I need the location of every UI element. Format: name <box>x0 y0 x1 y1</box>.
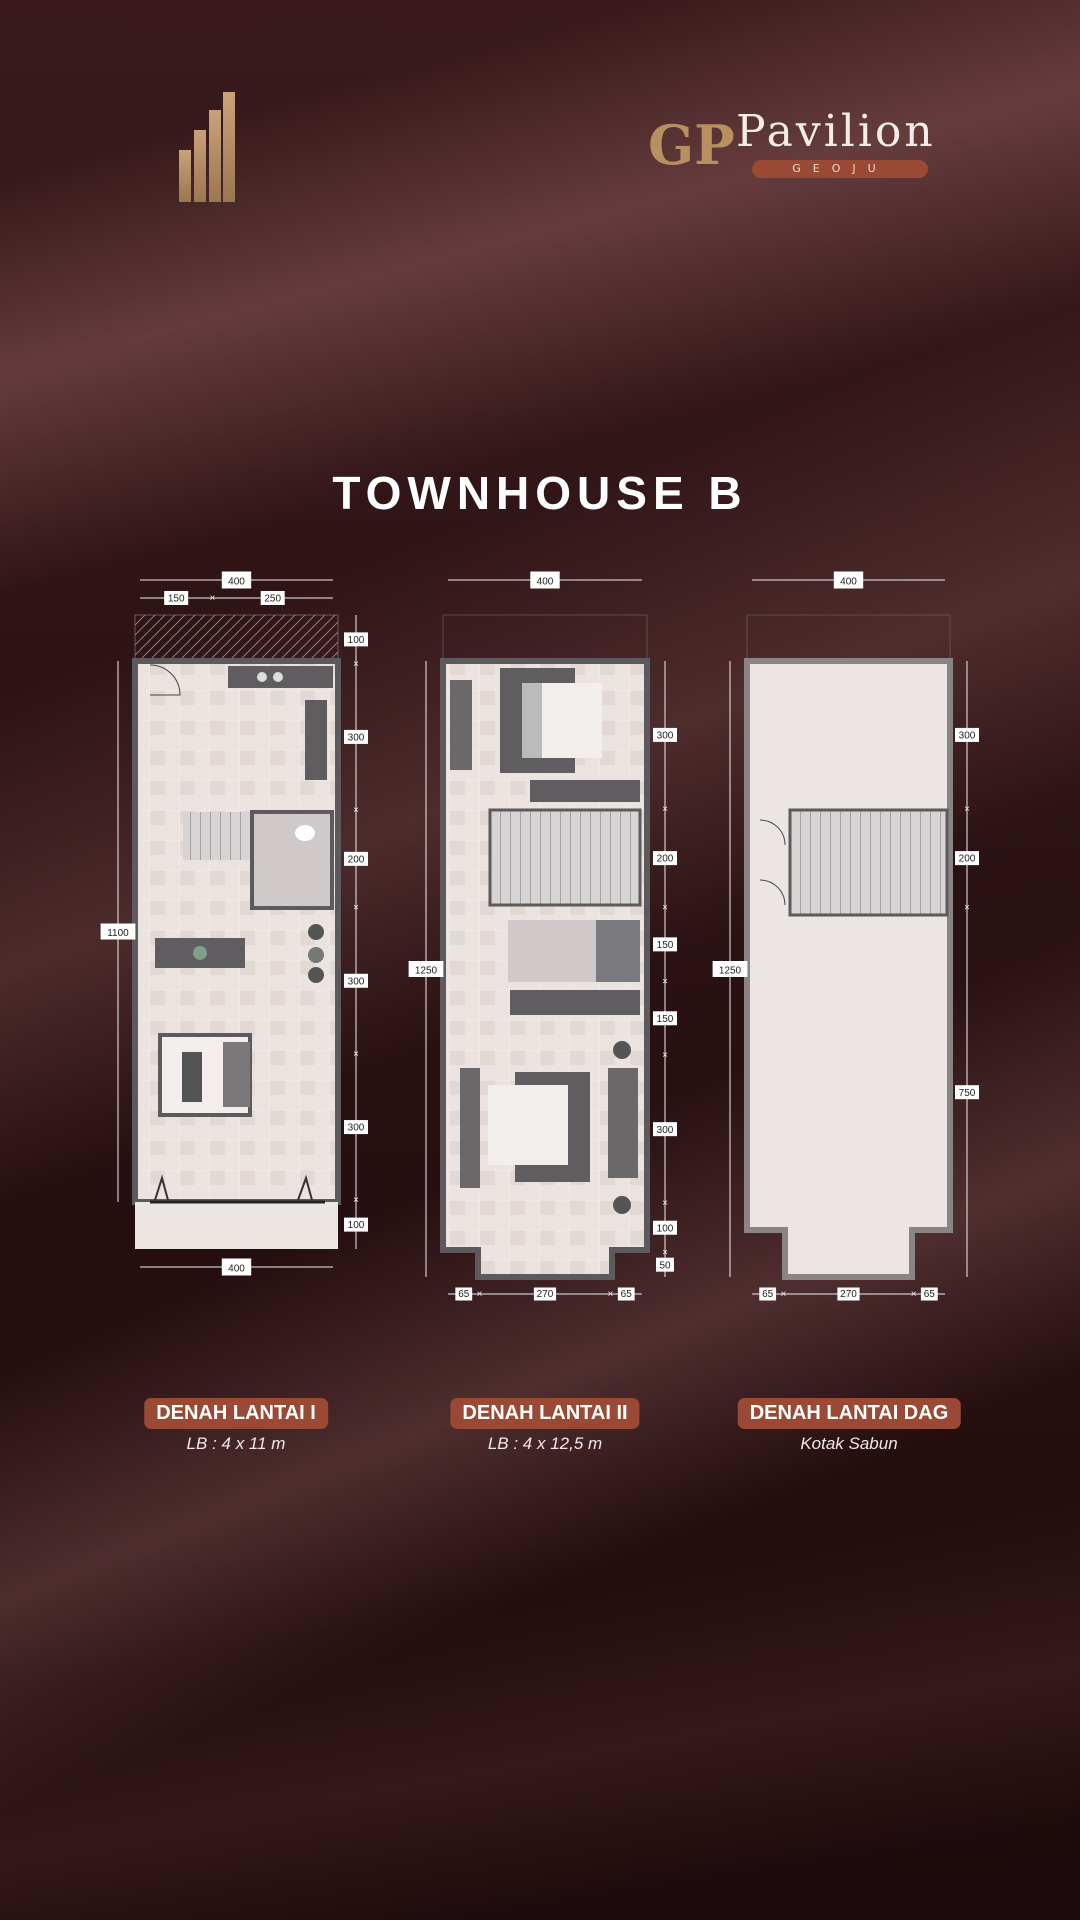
plan-label-1: DENAH LANTAI I <box>144 1398 328 1429</box>
dim-right-box <box>344 1217 368 1232</box>
dim-top-width-box <box>221 571 252 589</box>
dim-top-width: 400 <box>537 577 554 588</box>
dim-right-box <box>955 727 979 742</box>
dim-top-width: 400 <box>840 577 857 588</box>
pavilion-logo: GP Pavilion GEOJU <box>648 106 948 182</box>
dim-height: 1250 <box>719 965 742 976</box>
dim-bottom-split: 65 <box>458 1289 470 1300</box>
dim-height-box <box>712 961 748 977</box>
page-title: TOWNHOUSE B <box>332 467 748 519</box>
dim-right: 50 <box>659 1260 671 1271</box>
svg-text:×: × <box>911 1289 917 1300</box>
svg-text:×: × <box>353 1195 359 1206</box>
dim-right-box <box>653 1122 677 1137</box>
svg-text:×: × <box>353 1049 359 1060</box>
dim-bottom-split: 270 <box>537 1289 554 1300</box>
dim-bottom-width: 400 <box>228 1264 245 1275</box>
svg-text:×: × <box>662 976 668 987</box>
plan-lantai-2 <box>440 614 650 1280</box>
svg-text:×: × <box>209 593 215 604</box>
dim-right: 100 <box>657 1223 674 1234</box>
svg-text:×: × <box>780 1289 786 1300</box>
dim-height-box <box>100 923 136 940</box>
dim-right: 300 <box>959 731 976 742</box>
svg-text:×: × <box>662 804 668 815</box>
plan-lantai-dag <box>744 614 953 1280</box>
dim-top-split-box <box>164 591 189 605</box>
dim-right-box <box>344 1120 368 1135</box>
svg-text:×: × <box>353 659 359 670</box>
svg-text:×: × <box>964 804 970 815</box>
dim-right: 150 <box>657 1014 674 1025</box>
dim-right-box <box>344 851 368 866</box>
brand-name: Pavilion <box>736 106 936 157</box>
dim-right: 300 <box>657 1125 674 1136</box>
dim-height: 1250 <box>415 965 438 976</box>
dim-right: 100 <box>348 635 365 646</box>
dim-bottom-split-box <box>837 1287 860 1301</box>
dim-bottom-split-box <box>920 1287 938 1301</box>
plan-caption-3: Kotak Sabun <box>800 1434 898 1453</box>
dim-right: 750 <box>959 1088 976 1099</box>
svg-text:×: × <box>477 1289 483 1300</box>
dim-bottom-split-box <box>455 1287 473 1301</box>
svg-text:×: × <box>662 1247 668 1258</box>
dim-top-split-box <box>260 591 285 605</box>
dim-top-split: 150 <box>168 594 185 605</box>
svg-text:×: × <box>662 1198 668 1209</box>
dim-right-box <box>955 851 979 866</box>
dim-bottom-split: 270 <box>840 1289 857 1300</box>
dim-right-box <box>344 632 368 647</box>
svg-text:×: × <box>662 902 668 913</box>
dim-right-box <box>653 1011 677 1026</box>
dim-height: 1100 <box>107 928 129 939</box>
plan-caption-2: LB : 4 x 12,5 m <box>487 1434 603 1453</box>
svg-text:×: × <box>353 903 359 914</box>
plan-label-3: DENAH LANTAI DAG <box>737 1398 961 1429</box>
dim-right-box <box>656 1257 674 1272</box>
svg-text:×: × <box>353 805 359 816</box>
dim-bottom-split: 65 <box>621 1289 633 1300</box>
dim-right: 200 <box>348 854 365 865</box>
dim-right-box <box>344 973 368 988</box>
dim-right: 300 <box>348 733 365 744</box>
dim-right-box <box>653 727 677 742</box>
plan-lantai-1 <box>132 614 341 1249</box>
dim-bottom-split: 65 <box>924 1289 936 1300</box>
brand-tagline: GEOJU <box>752 160 928 178</box>
dim-right-box <box>344 729 368 744</box>
dim-right: 100 <box>348 1220 365 1231</box>
plan-caption-1: LB : 4 x 11 m <box>186 1434 286 1453</box>
plan-label-2: DENAH LANTAI II <box>450 1398 640 1429</box>
dim-right: 300 <box>348 976 365 987</box>
svg-text:×: × <box>964 902 970 913</box>
dim-bottom-split-box <box>617 1287 635 1301</box>
dim-top-split: 250 <box>264 594 281 605</box>
dimension-lines: 400 150 × 250 100 × 300 × 200 × 300 × 300 × 100 1100 400… <box>100 571 979 1301</box>
dim-top-width-box <box>530 571 560 589</box>
dim-bottom-split: 65 <box>762 1289 774 1300</box>
dim-bottom-split-box <box>759 1287 777 1301</box>
dim-right: 150 <box>657 940 674 951</box>
dim-right: 300 <box>657 731 674 742</box>
dim-right-box <box>653 851 677 866</box>
bar-logo-icon <box>179 92 235 202</box>
dim-right: 200 <box>959 854 976 865</box>
dim-right-box <box>653 937 677 952</box>
dim-bottom-width-box <box>221 1258 252 1276</box>
svg-text:×: × <box>608 1289 614 1300</box>
dim-right: 200 <box>657 854 674 865</box>
dim-height-box <box>408 961 444 977</box>
svg-text:×: × <box>662 1050 668 1061</box>
dim-bottom-split-box <box>533 1287 557 1301</box>
dim-top-width: 400 <box>228 577 245 588</box>
dim-right-box <box>955 1085 979 1100</box>
dim-right: 300 <box>348 1123 365 1134</box>
dim-right-box <box>653 1220 677 1235</box>
dim-top-width-box <box>833 571 864 589</box>
